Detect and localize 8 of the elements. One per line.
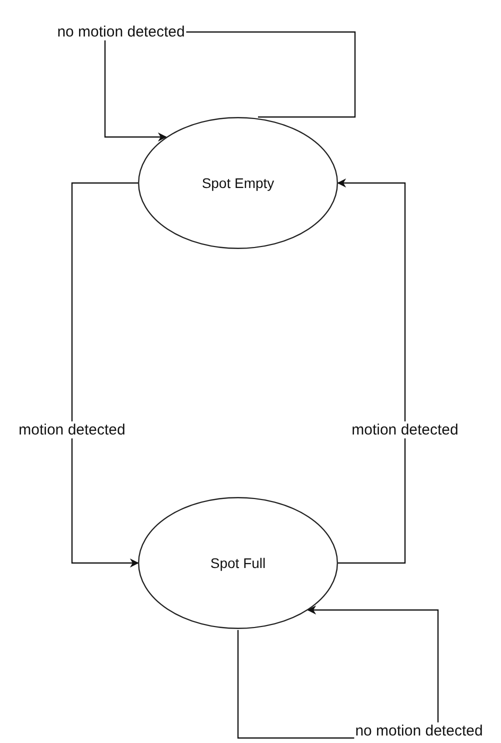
arrow [71,182,139,568]
edge-label: motion detected [18,421,126,439]
state-label: Spot Empty [202,175,274,191]
state-label: Spot Full [210,555,266,571]
edge-label: motion detected [350,421,460,439]
edge-label: no motion detected [354,722,484,740]
edge-label: no motion detected [56,23,186,41]
arrow [337,178,406,564]
